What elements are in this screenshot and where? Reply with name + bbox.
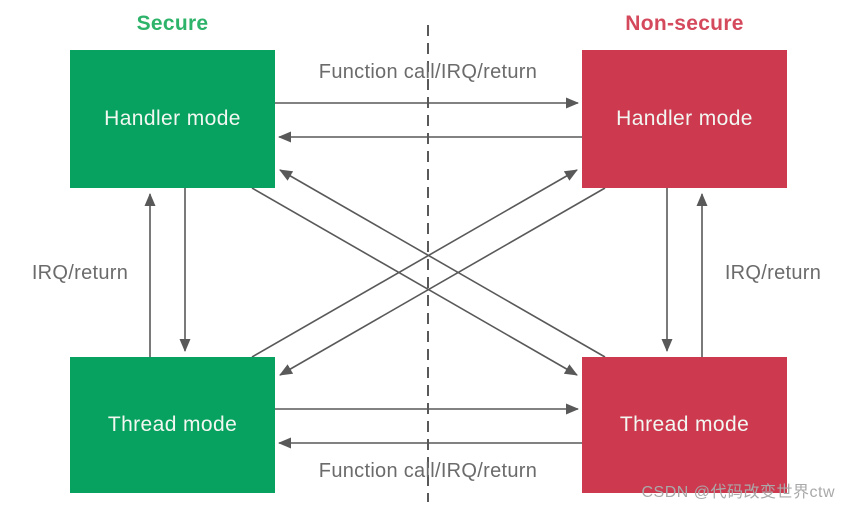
nonsecure-column-title: Non-secure xyxy=(625,12,744,35)
left-transition-label: IRQ/return xyxy=(31,262,129,284)
secure-handler-mode-box: Handler mode xyxy=(70,50,275,188)
arrow-nonsecure-handler-to-secure-thread xyxy=(279,187,606,376)
arrow-nonsecure-thread-to-secure-handler xyxy=(279,169,606,358)
right-transition-label: IRQ/return xyxy=(724,262,822,284)
nonsecure-handler-mode-label: Handler mode xyxy=(616,107,753,130)
secure-thread-mode-label: Thread mode xyxy=(107,413,238,436)
arrow-secure-handler-to-nonsecure-thread xyxy=(251,187,578,376)
csdn-watermark: CSDN @代码改变世界ctw xyxy=(641,484,835,501)
nonsecure-handler-mode-box: Handler mode xyxy=(582,50,787,188)
nonsecure-thread-mode-box: Thread mode xyxy=(582,357,787,493)
secure-thread-mode-box: Thread mode xyxy=(70,357,275,493)
bottom-transition-label: Function call/IRQ/return xyxy=(318,460,538,482)
nonsecure-thread-mode-label: Thread mode xyxy=(619,413,750,436)
secure-column-title: Secure xyxy=(136,12,209,35)
top-transition-label: Function call/IRQ/return xyxy=(318,61,538,83)
arrow-secure-thread-to-nonsecure-handler xyxy=(251,169,578,358)
secure-handler-mode-label: Handler mode xyxy=(104,107,241,130)
